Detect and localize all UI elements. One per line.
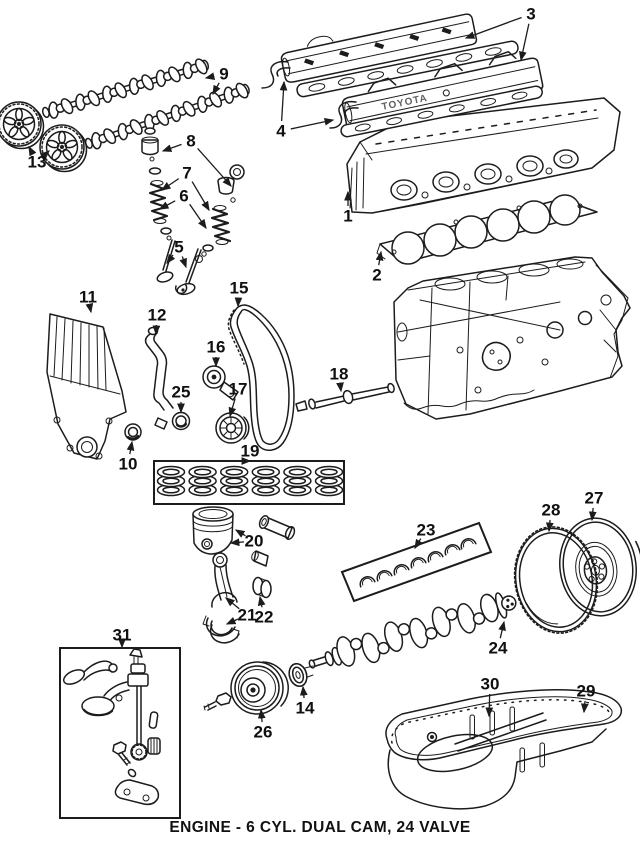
leader-line-flywheel [588, 507, 597, 522]
callout-oil-pan-seal: 29 [577, 682, 596, 701]
tensioner-pulley-part [202, 365, 239, 401]
dipstick-tube-part [295, 382, 395, 412]
callout-piston-and-pin: 20 [245, 532, 264, 551]
leader-line-valves [179, 256, 187, 269]
callout-tensioner-pulley: 16 [207, 338, 226, 357]
valve-cover-gasket-b-part [340, 85, 543, 138]
callout-crankshaft-sprocket: 14 [296, 699, 315, 718]
callout-valve-lifters: 8 [186, 132, 195, 151]
leader-line-crankshaft-sprocket [299, 685, 308, 699]
leader-line-oil-pan-seal [580, 700, 589, 714]
oil-pump-part [59, 647, 181, 819]
callout-layer: 3913487615215111216181725191027282320212… [28, 5, 604, 742]
head-gasket-part [376, 194, 598, 265]
leader-line-head-gasket [375, 250, 384, 266]
callout-camshafts: 9 [219, 65, 228, 84]
camshaft-gear-right-part [39, 124, 88, 173]
flywheel-part [559, 517, 640, 617]
leader-line-idler-pulley [228, 398, 237, 418]
callout-camshaft-timing-gears: 13 [28, 153, 47, 172]
gasket-a-end-hook [261, 60, 291, 89]
callout-ring-gear: 28 [542, 501, 561, 520]
camshaft-gear-left-part [0, 101, 45, 150]
connecting-rod-part [202, 550, 269, 644]
callout-main-bearing-set: 23 [417, 521, 436, 540]
rod-bearing-part [252, 576, 272, 599]
leader-line-main-bearing-set [414, 538, 423, 550]
leader-line-camshaft-timing-gears [40, 150, 50, 160]
leader-line-valve-cover-gaskets [290, 117, 335, 130]
leader-line-valve-covers [464, 16, 522, 39]
piston-ring-set-part [153, 460, 345, 505]
callout-connecting-rod: 21 [238, 606, 257, 625]
small-clip-part [174, 283, 188, 295]
leader-line-valve-covers [518, 23, 530, 62]
callout-flywheel: 27 [585, 489, 604, 508]
leader-line-oil-pan [485, 693, 494, 718]
diagram-caption: ENGINE - 6 CYL. DUAL CAM, 24 VALVE [169, 819, 471, 836]
callout-piston-ring-set: 19 [241, 442, 260, 461]
leader-line-connecting-rod [224, 597, 240, 610]
front-oil-seal-part [171, 411, 191, 431]
leader-line-oil-seal [126, 440, 135, 455]
leader-line-connecting-rod [225, 616, 239, 625]
piston-and-pin-part [192, 506, 296, 555]
leader-line-spring-retainers [189, 203, 207, 230]
callout-crankshaft-pulley: 26 [254, 723, 273, 742]
callout-rod-bearing: 22 [255, 608, 274, 627]
crankshaft-part [308, 592, 517, 669]
leader-line-camshaft-timing-gears [28, 145, 37, 157]
leader-line-valve-lifters [161, 143, 182, 152]
oil-seal-part [124, 423, 142, 441]
callout-spring-retainers: 6 [179, 187, 188, 206]
callout-valve-cover-gaskets: 4 [276, 122, 286, 141]
main-bearing-set-part [340, 521, 493, 603]
callout-dipstick-tube: 18 [330, 365, 349, 384]
valve-cover-a-part [280, 13, 478, 83]
valve-cover-b-part: TOYOTA [341, 50, 544, 130]
leader-line-valve-springs [191, 181, 210, 212]
leader-line-valve-lifters [197, 148, 232, 187]
callout-front-oil-seal: 25 [172, 383, 191, 402]
callout-valve-covers: 3 [526, 5, 535, 24]
crankshaft-pulley-part [203, 661, 289, 715]
callout-oil-seal: 10 [119, 455, 138, 474]
callout-timing-belt: 15 [230, 279, 249, 298]
idler-pulley-part [215, 412, 250, 444]
callout-oil-pan: 30 [481, 675, 500, 694]
leader-line-piston-and-pin [229, 538, 245, 547]
leader-line-crankshaft [498, 620, 506, 639]
timing-belt-part [227, 304, 295, 451]
leader-line-camshafts [212, 82, 221, 96]
timing-cover-part [46, 313, 127, 460]
callout-head-gasket: 2 [372, 266, 381, 285]
valve-cover-gasket-a-part [296, 40, 519, 98]
leader-line-valves [166, 253, 176, 265]
callout-valves: 5 [174, 238, 183, 257]
oil-pan-part [385, 689, 623, 810]
leader-line-valve-springs [160, 178, 180, 191]
leader-line-ring-gear [545, 519, 554, 533]
callout-crankshaft: 24 [489, 639, 508, 658]
leader-line-valve-cover-gaskets [279, 80, 288, 122]
leader-line-camshafts [204, 72, 216, 80]
leader-line-spring-retainers [158, 200, 176, 210]
callout-oil-pump: 31 [113, 626, 132, 645]
leader-line-rod-bearing [257, 595, 266, 608]
callout-cylinder-head: 1 [343, 207, 352, 226]
callout-valve-springs: 7 [182, 164, 191, 183]
leader-line-timing-cover [85, 302, 94, 314]
leader-line-crankshaft-pulley [257, 708, 266, 723]
callout-belt-guide: 12 [148, 306, 167, 325]
belt-guide-part [144, 326, 174, 430]
leader-line-dipstick-tube [336, 382, 344, 393]
engine-block-part [393, 256, 631, 420]
cylinder-head-part [346, 97, 621, 214]
leader-line-piston-and-pin [234, 529, 246, 538]
gasket-b-end-hook [329, 100, 359, 129]
callout-timing-cover: 11 [79, 288, 97, 307]
crankshaft-sprocket-part [288, 662, 314, 688]
callout-idler-pulley: 17 [229, 380, 248, 399]
